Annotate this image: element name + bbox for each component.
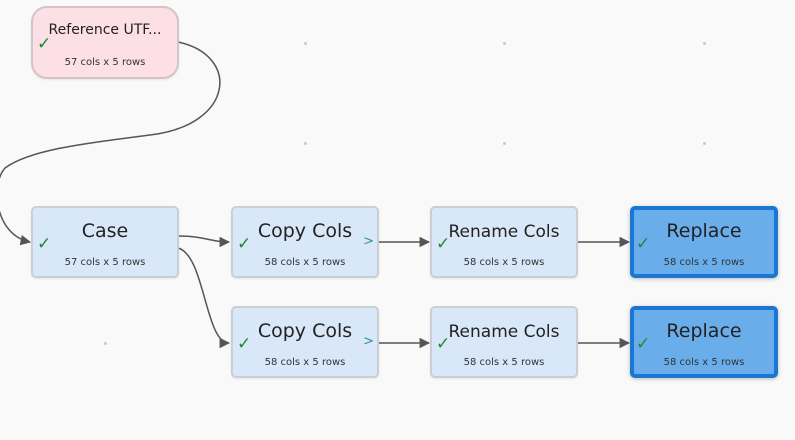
edge-case-to-copy-cols-1 (177, 235, 231, 248)
checkmark-icon: ✓ (636, 334, 651, 354)
node-copy-cols-2[interactable]: ✓ Copy Cols > 58 cols x 5 rows (231, 306, 379, 378)
node-title: Rename Cols (448, 322, 560, 342)
node-row-count: 58 cols x 5 rows (463, 357, 545, 368)
node-replace-2[interactable]: ✓ Replace 58 cols x 5 rows (630, 306, 778, 378)
grid-dot (304, 42, 307, 45)
node-row-count: 58 cols x 5 rows (463, 257, 545, 268)
checkmark-icon: ✓ (237, 334, 252, 354)
node-title: Replace (666, 320, 742, 342)
chevron-right-icon[interactable]: > (363, 334, 374, 349)
grid-dot (304, 142, 307, 145)
node-title: Case (81, 220, 129, 242)
grid-dot (703, 42, 706, 45)
node-copy-cols-1[interactable]: ✓ Copy Cols > 58 cols x 5 rows (231, 206, 379, 278)
grid-dot (703, 142, 706, 145)
node-title: Reference UTF... (48, 22, 162, 38)
grid-dot (503, 42, 506, 45)
checkmark-icon: ✓ (436, 234, 451, 254)
node-title: Copy Cols (257, 320, 353, 342)
node-row-count: 57 cols x 5 rows (64, 257, 146, 268)
node-case[interactable]: ✓ Case 57 cols x 5 rows (31, 206, 179, 278)
node-replace-1[interactable]: ✓ Replace 58 cols x 5 rows (630, 206, 778, 278)
node-rename-cols-2[interactable]: ✓ Rename Cols 58 cols x 5 rows (430, 306, 578, 378)
node-row-count: 58 cols x 5 rows (663, 257, 745, 268)
node-row-count: 58 cols x 5 rows (264, 357, 346, 368)
checkmark-icon: ✓ (237, 234, 252, 254)
node-title: Rename Cols (448, 222, 560, 242)
checkmark-icon: ✓ (436, 334, 451, 354)
chevron-right-icon[interactable]: > (363, 234, 374, 249)
node-row-count: 57 cols x 5 rows (64, 57, 146, 68)
checkmark-icon: ✓ (37, 234, 52, 254)
node-title: Replace (666, 220, 742, 242)
node-row-count: 58 cols x 5 rows (663, 357, 745, 368)
checkmark-icon: ✓ (636, 234, 651, 254)
node-row-count: 58 cols x 5 rows (264, 257, 346, 268)
checkmark-icon: ✓ (37, 34, 52, 54)
grid-dot (104, 342, 107, 345)
grid-dot (503, 142, 506, 145)
edge-case-to-copy-cols-2 (177, 247, 231, 349)
node-reference-source[interactable]: ✓ Reference UTF... 57 cols x 5 rows (31, 6, 179, 79)
node-rename-cols-1[interactable]: ✓ Rename Cols 58 cols x 5 rows (430, 206, 578, 278)
node-title: Copy Cols (257, 220, 353, 242)
